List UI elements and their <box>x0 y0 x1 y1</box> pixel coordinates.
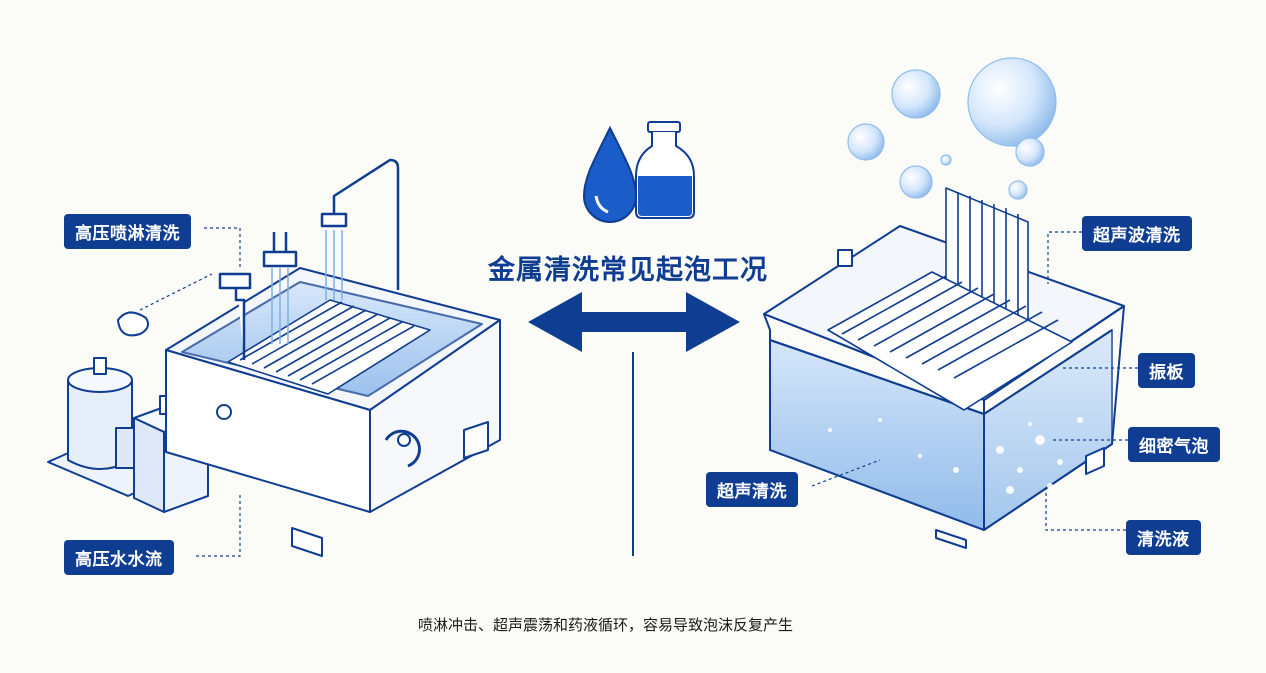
liquid-drop-icon <box>582 125 638 223</box>
diagram-caption: 喷淋冲击、超声震荡和药液循环，容易导致泡沫反复产生 <box>418 616 794 634</box>
faucet-pipe <box>218 158 400 360</box>
fine-bubbles <box>828 417 1083 494</box>
diagram-title: 金属清洗常见起泡工况 <box>488 255 768 286</box>
ultra-rack <box>827 271 1073 411</box>
label-vibration-plate: 振板 <box>1138 353 1195 388</box>
fitting-shape <box>117 311 149 337</box>
leader-lines-left <box>139 227 241 557</box>
water-jets <box>271 230 343 344</box>
label-fine-bubbles: 细密气泡 <box>1128 427 1220 462</box>
label-ultrasonic-cleaning: 超声波清洗 <box>1082 216 1192 251</box>
label-cleaning-liquid: 清洗液 <box>1126 520 1201 555</box>
bottle-icon <box>635 121 695 219</box>
rising-bubbles <box>847 57 1057 200</box>
spray-rack <box>227 299 431 395</box>
label-high-pressure-flow: 高压水水流 <box>64 540 174 575</box>
double-arrow <box>528 292 740 352</box>
spray-washer <box>47 158 501 557</box>
ultrasonic-washer <box>763 187 1138 549</box>
label-spray-cleaning: 高压喷淋清洗 <box>64 214 191 249</box>
leader-lines-right <box>811 231 1138 531</box>
label-ultra-clean: 超声清洗 <box>706 472 798 507</box>
